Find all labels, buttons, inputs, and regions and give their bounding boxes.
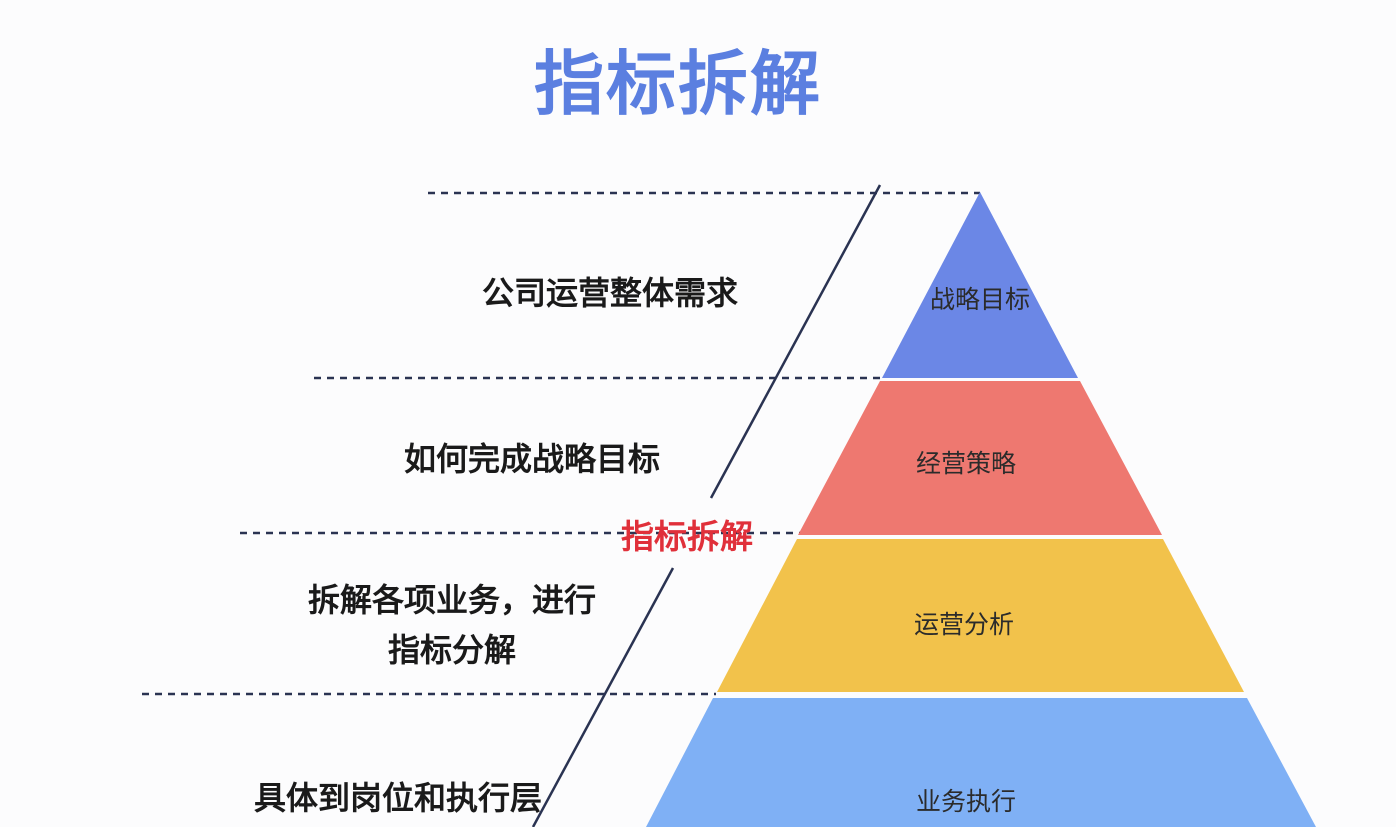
level-4-description: 具体到岗位和执行层 xyxy=(254,773,542,823)
pyramid-tier-4 xyxy=(646,698,1316,827)
level-1-description-line: 公司运营整体需求 xyxy=(482,274,739,312)
level-1-description: 公司运营整体需求 xyxy=(482,268,738,318)
diagonal-line-lower xyxy=(531,567,675,827)
level-3-description: 拆解各项业务，进行 指标分解 xyxy=(308,575,596,675)
tier-label-operations-analysis: 运营分析 xyxy=(914,610,1014,639)
pyramid-tier-3 xyxy=(717,539,1244,692)
tier-label-business-execution: 业务执行 xyxy=(916,787,1016,816)
pyramid-tier-2 xyxy=(798,381,1162,535)
level-3-description-line-1: 拆解各项业务，进行 xyxy=(308,581,597,619)
center-highlight-label: 指标拆解 xyxy=(621,517,753,556)
page-title: 指标拆解 xyxy=(534,43,822,125)
level-2-description-line: 如何完成战略目标 xyxy=(404,440,661,478)
level-4-description-line: 具体到岗位和执行层 xyxy=(254,779,543,817)
level-3-description-line-2: 指标分解 xyxy=(388,631,517,669)
pyramid-tier-1 xyxy=(882,192,1078,378)
tier-label-strategy: 战略目标 xyxy=(930,285,1030,314)
tier-label-business-strategy: 经营策略 xyxy=(916,449,1016,478)
diagonal-line-upper xyxy=(709,184,882,499)
level-2-description: 如何完成战略目标 xyxy=(404,434,660,484)
